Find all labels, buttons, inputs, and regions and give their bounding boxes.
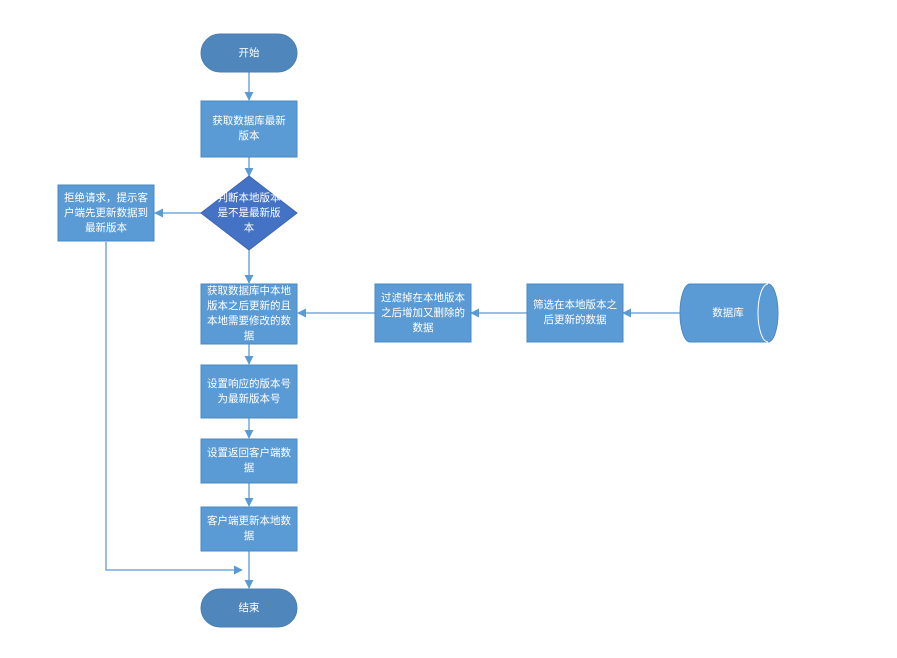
reject-request-label: 拒绝请求，提示客户端先更新数据到最新版本 <box>64 191 148 234</box>
set-return-data-box <box>200 438 298 484</box>
arrow-reject-to-end <box>105 242 243 575</box>
connectors <box>105 72 680 589</box>
get-updated-data-label: 获取数据库中本地版本之后更新的且本地需要修改的数据 <box>207 285 291 342</box>
client-update-box <box>200 506 298 552</box>
set-response-version-label: 设置响应的版本号为最新版本号 <box>207 377 291 405</box>
client-update-label: 客户端更新本地数据 <box>207 515 291 542</box>
select-updated-box <box>526 283 624 343</box>
set-response-version-box <box>200 364 298 419</box>
select-updated-label: 筛选在本地版本之后更新的数据 <box>533 299 617 326</box>
set-return-data-label: 设置返回客户端数据 <box>207 447 291 474</box>
database-label: 数据库 <box>712 306 744 319</box>
database-cylinder <box>679 283 779 343</box>
get-latest-version-box <box>200 100 298 158</box>
end-terminal <box>200 588 298 628</box>
get-latest-version-label: 获取数据库最新版本 <box>212 115 286 142</box>
filter-deleted-box <box>374 283 472 343</box>
database-end-cap <box>757 283 769 343</box>
start-label: 开始 <box>238 46 260 59</box>
decision-diamond <box>200 175 298 251</box>
decision-label: 判断本地版本是不是最新版本 <box>217 191 281 234</box>
get-updated-data-box <box>200 283 298 345</box>
reject-request-box <box>57 184 155 242</box>
start-terminal <box>200 33 298 73</box>
end-label: 结束 <box>238 601 260 614</box>
filter-deleted-label: 过滤掉在本地版本之后增加又删除的数据 <box>381 291 465 334</box>
